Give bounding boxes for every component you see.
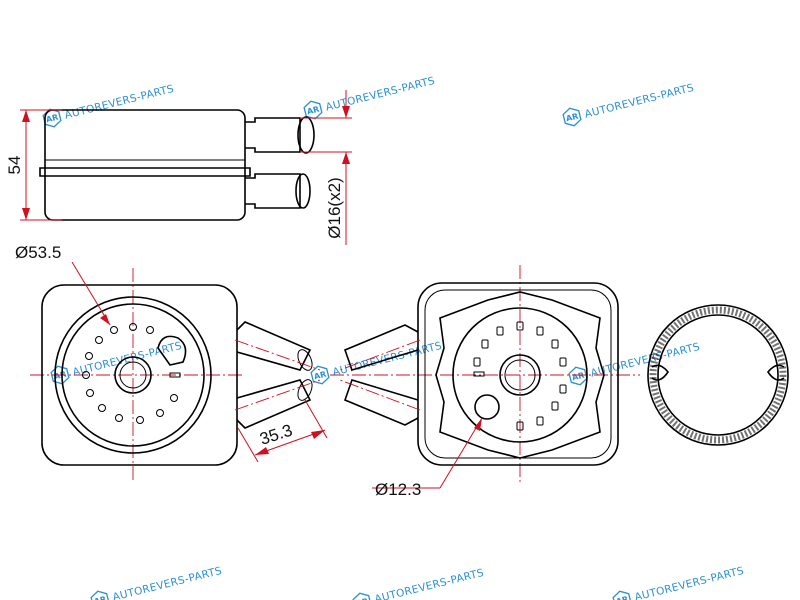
bolt-hole — [82, 371, 90, 379]
watermark-logo: AR — [565, 112, 579, 124]
inner-ring — [61, 303, 205, 447]
watermark-text: AUTOREVERS-PARTS — [633, 565, 745, 600]
upper-pipe-front — [236, 321, 312, 371]
slot — [551, 401, 559, 411]
rear-index-mark — [473, 371, 485, 377]
gasket-texture — [649, 306, 787, 444]
watermark-logo: AR — [355, 597, 369, 600]
gasket-tab-left — [651, 364, 669, 381]
body-diameter-label: Ø53.5 — [15, 243, 61, 262]
upper-pipe-end — [297, 116, 315, 154]
bolt-hole — [95, 336, 103, 344]
slot — [559, 357, 567, 367]
cooler-body-rear — [417, 282, 619, 466]
pipe-spacing-label: 35.3 — [257, 421, 294, 449]
bolt-hole — [98, 404, 106, 412]
center-bore — [114, 356, 152, 394]
slot — [496, 326, 504, 336]
watermark-logo: AR — [313, 370, 327, 382]
body-diameter-leader — [71, 261, 111, 326]
rear-flange — [435, 291, 605, 459]
outer-ring — [54, 296, 212, 454]
bolt-hole-ring — [82, 323, 178, 424]
pipe-diameter-label: Ø16(x2) — [325, 177, 344, 238]
front-view-left: Ø53.5 35.3 — [15, 243, 328, 480]
slot — [536, 326, 544, 336]
slot — [473, 357, 481, 367]
watermark-logo: AR — [93, 595, 107, 600]
bolt-hole — [85, 352, 93, 360]
watermark-text: AUTOREVERS-PARTS — [324, 75, 436, 114]
watermark-text: AUTOREVERS-PARTS — [63, 83, 175, 122]
bolt-hole — [129, 323, 137, 331]
bolt-hole — [136, 416, 144, 424]
slot — [551, 339, 559, 349]
slot — [516, 421, 524, 431]
cooler-body-side — [44, 109, 246, 221]
bolt-hole — [110, 326, 118, 334]
bypass-hole — [474, 394, 500, 420]
body-flange-side — [39, 167, 251, 177]
side-view: 54 Ø16(x2) — [5, 90, 352, 245]
watermark-logo: AR — [53, 370, 67, 382]
height-dimension-label: 54 — [5, 156, 24, 175]
watermark: AR AUTOREVERS-PARTS — [612, 565, 745, 600]
slot — [536, 416, 544, 426]
rear-slot-ring — [473, 321, 567, 431]
bolt-hole — [156, 409, 164, 417]
bolt-hole — [170, 394, 178, 402]
watermark-logo: AR — [615, 595, 629, 600]
rear-center-bore — [499, 354, 541, 396]
watermark-text: AUTOREVERS-PARTS — [111, 565, 223, 600]
slot — [516, 321, 524, 331]
watermark-logo: AR — [571, 371, 585, 383]
rear-view: Ø12.3 — [330, 265, 640, 499]
gasket-tab-right — [767, 364, 785, 381]
watermark-layer: AR AUTOREVERS-PARTS AR AUTOREVERS-PARTS … — [42, 75, 745, 600]
upper-pipe-side — [245, 117, 301, 153]
lower-pipe-front — [236, 379, 312, 429]
lower-pipe-end — [295, 173, 311, 209]
watermark: AR AUTOREVERS-PARTS — [352, 567, 485, 600]
index-mark — [169, 372, 181, 378]
watermark: AR AUTOREVERS-PARTS — [310, 340, 443, 385]
watermark-text: AUTOREVERS-PARTS — [373, 567, 485, 600]
slot — [559, 384, 567, 394]
bolt-hole — [86, 389, 94, 397]
watermark: AR AUTOREVERS-PARTS — [562, 82, 695, 127]
gasket-inner — [657, 314, 779, 436]
cooler-body-front — [41, 284, 238, 466]
watermark: AR AUTOREVERS-PARTS — [303, 75, 436, 120]
hole-diameter-label: Ø12.3 — [375, 480, 421, 499]
slot — [481, 339, 489, 349]
watermark: AR AUTOREVERS-PARTS — [568, 341, 701, 386]
watermark-logo: AR — [306, 105, 320, 117]
watermark: AR AUTOREVERS-PARTS — [42, 83, 175, 128]
valve-boss — [157, 335, 187, 366]
bolt-hole — [115, 414, 123, 422]
watermark-text: AUTOREVERS-PARTS — [589, 341, 701, 380]
watermark: AR AUTOREVERS-PARTS — [90, 565, 223, 600]
lower-pipe-side — [245, 173, 301, 209]
watermark-logo: AR — [45, 113, 59, 125]
watermark-text: AUTOREVERS-PARTS — [583, 82, 695, 121]
lower-pipe-rear — [343, 379, 419, 426]
upper-pipe-rear — [343, 324, 419, 371]
gasket-view — [647, 304, 789, 446]
center-bore-inner — [119, 361, 147, 389]
gasket-outer — [647, 304, 789, 446]
bolt-hole — [146, 326, 154, 334]
hole-diameter-leader — [439, 417, 483, 489]
rear-outer-ring — [452, 307, 588, 443]
